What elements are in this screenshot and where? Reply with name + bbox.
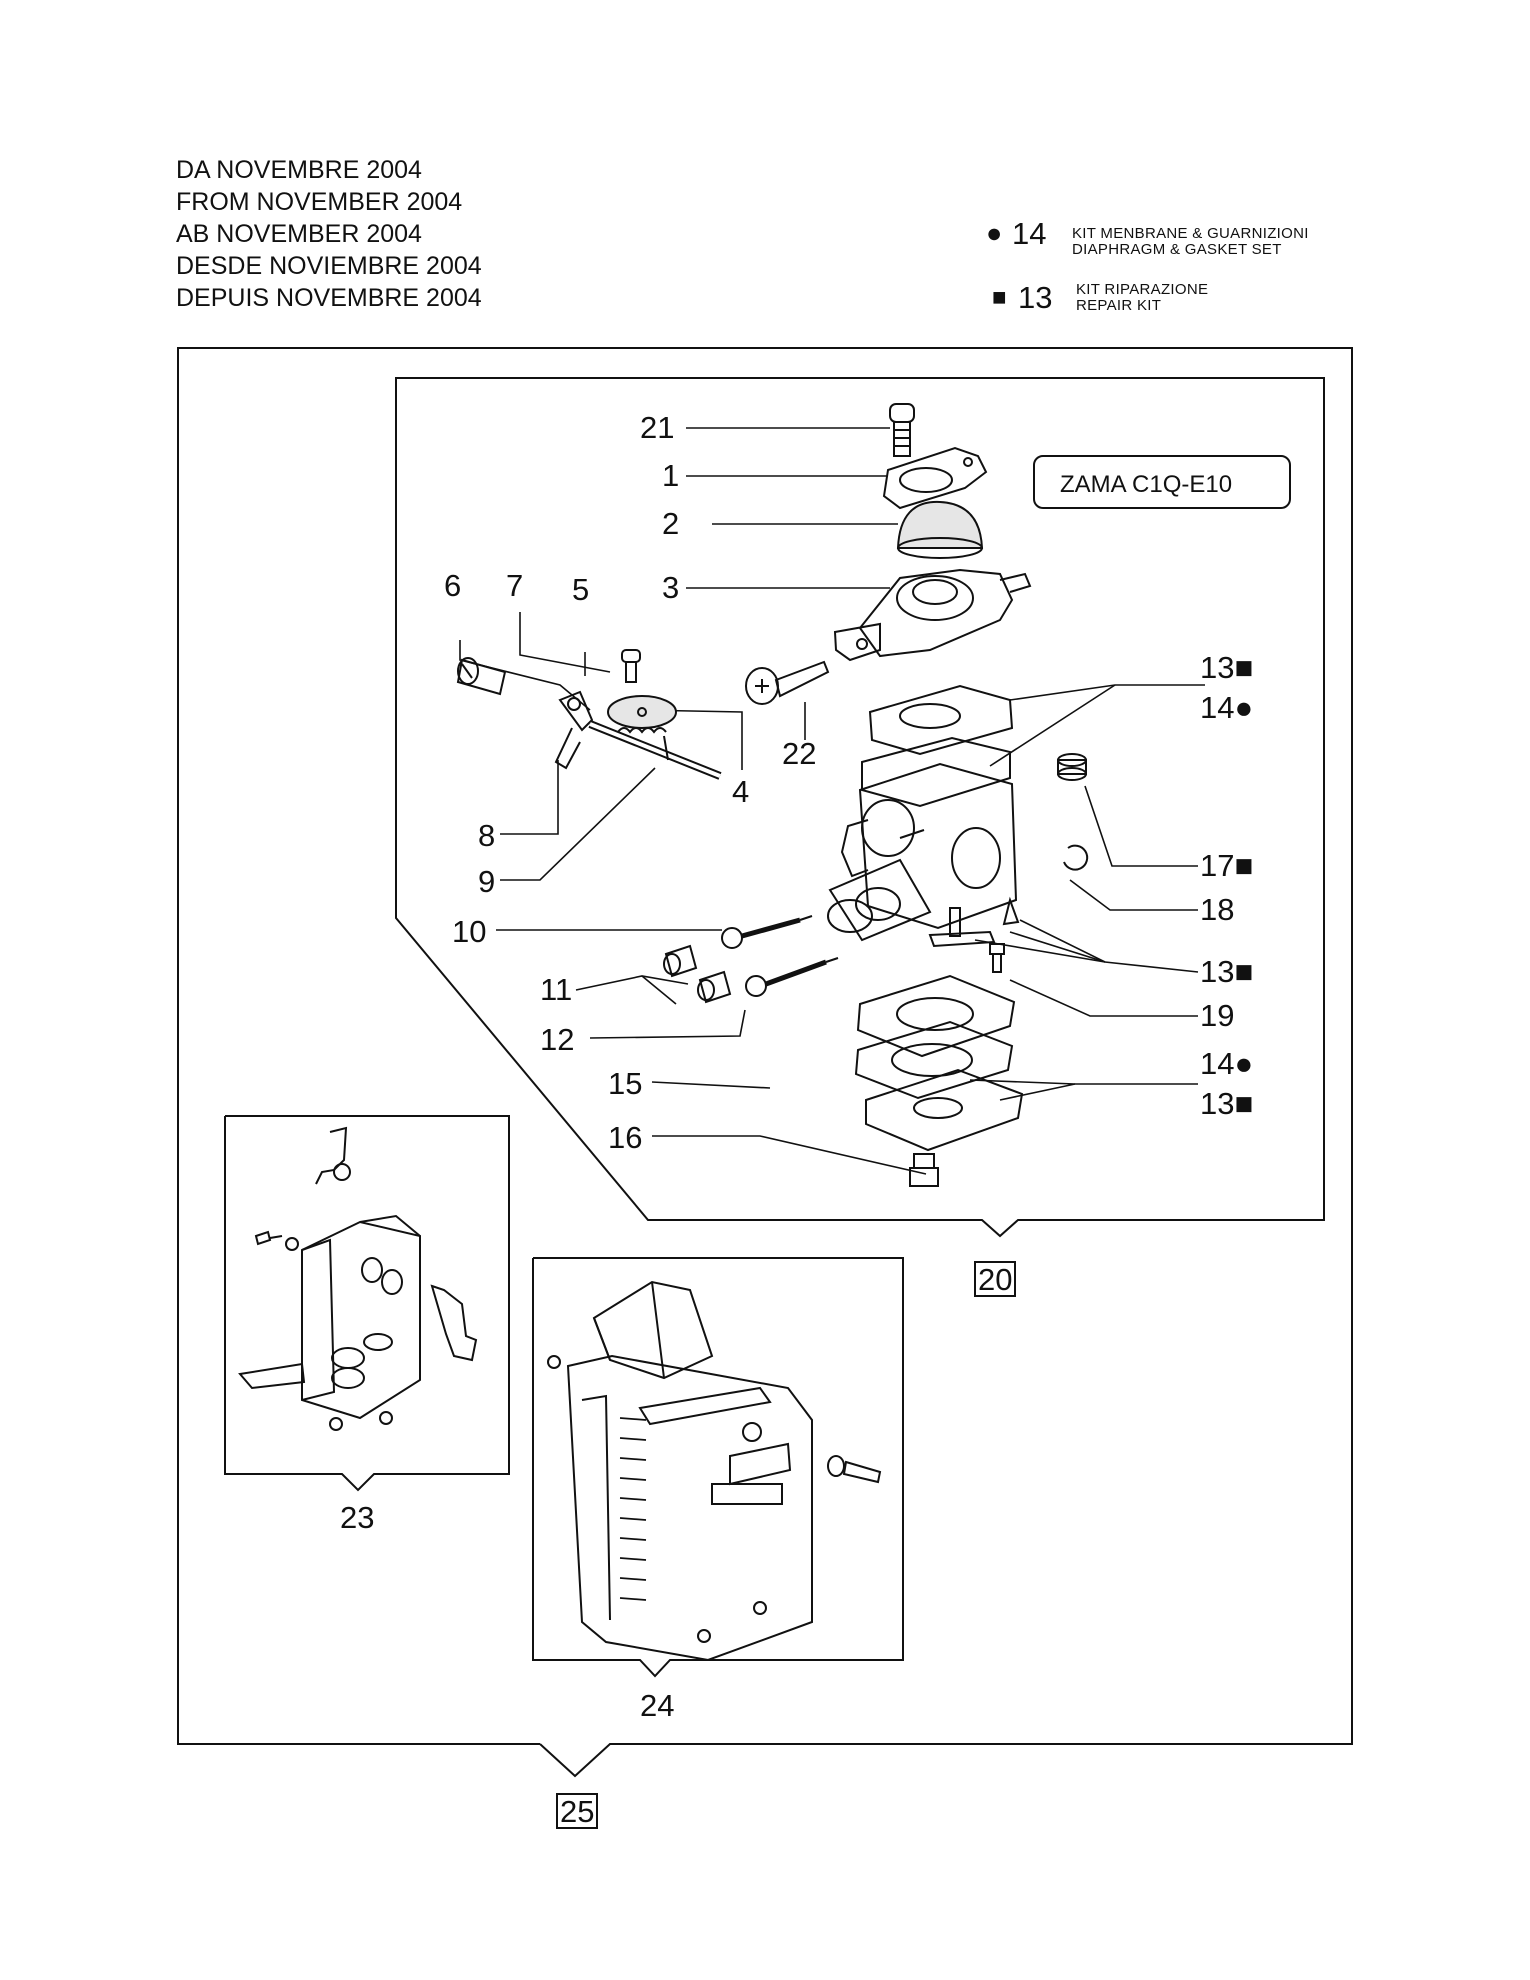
header-line-de: AB NOVEMBER 2004 (176, 220, 422, 248)
part-carburetor-body (827, 762, 1018, 942)
part-10-needle (721, 915, 813, 949)
callout-6: 6 (444, 568, 461, 603)
part-8-lever-shaft (554, 690, 722, 780)
square-icon: ■ (992, 284, 1007, 311)
legend-kit14-number: 14 (1012, 216, 1047, 251)
callout-2: 2 (662, 506, 679, 541)
callout-9: 9 (478, 864, 495, 899)
part-4-throttle-plate (607, 695, 677, 729)
part-2-purge-bulb (896, 500, 984, 559)
callout-18: 18 (1200, 892, 1234, 927)
legend-kit13-line2: REPAIR KIT (1076, 297, 1162, 314)
part-15-cover (865, 1068, 1024, 1152)
part-16-screw (909, 1153, 939, 1187)
assembly-box-25 (556, 1793, 598, 1829)
part-lower-gasket (856, 974, 1016, 1058)
part-19-screw (989, 943, 1005, 973)
callout-19: 19 (1200, 998, 1234, 1033)
callout-4: 4 (732, 774, 749, 809)
model-label: ZAMA C1Q-E10 (1060, 471, 1232, 498)
callout-16: 16 (608, 1120, 642, 1155)
part-21-screw (889, 403, 915, 457)
callout-13-mid: 13■ (1200, 954, 1253, 989)
callout-22: 22 (782, 736, 816, 771)
legend-kit14-line1: KIT MENBRANE & GUARNIZIONI (1072, 225, 1309, 242)
circle-icon: ● (986, 218, 1003, 248)
assembly-box-20 (974, 1261, 1016, 1297)
callout-10: 10 (452, 914, 486, 949)
part-6-plug (456, 657, 507, 696)
part-1-gasket (882, 446, 988, 510)
header-line-it: DA NOVEMBRE 2004 (176, 156, 422, 184)
part-23-filter-housing (238, 1126, 478, 1431)
part-3-pump-cover (833, 568, 1032, 662)
assembly-number-23: 23 (340, 1500, 374, 1535)
frame-23 (224, 1115, 510, 1492)
part-top-gasket (868, 684, 1014, 756)
callout-12: 12 (540, 1022, 574, 1057)
header-line-es: DESDE NOVIEMBRE 2004 (176, 252, 482, 280)
callout-13-top: 13■ (1200, 650, 1253, 685)
frame-20 (395, 377, 1325, 1238)
part-top-diaphragm (861, 736, 1011, 808)
part-11-springs (663, 944, 732, 1004)
part-9-spring (617, 727, 669, 761)
part-lower-diaphragm (854, 1020, 1014, 1100)
assembly-number-24: 24 (640, 1688, 674, 1723)
header-line-fr: DEPUIS NOVEMBRE 2004 (176, 284, 482, 312)
callout-3: 3 (662, 570, 679, 605)
model-label-box (1033, 455, 1291, 509)
legend-kit13-line1: KIT RIPARAZIONE (1076, 281, 1209, 298)
part-24-slots (619, 1417, 647, 1601)
callout-5: 5 (572, 572, 589, 607)
callout-13-bottom: 13■ (1200, 1086, 1253, 1121)
callout-1: 1 (662, 458, 679, 493)
frame-25 (177, 347, 1353, 1778)
assembly-number-20: 20 (978, 1262, 1012, 1297)
part-5-screw (621, 649, 641, 683)
part-24-cover (547, 1280, 882, 1662)
callout-21: 21 (640, 410, 674, 445)
header-line-en: FROM NOVEMBER 2004 (176, 188, 463, 216)
part-12-needle (745, 957, 839, 997)
part-18-clip (1063, 844, 1089, 871)
callout-17: 17■ (1200, 848, 1253, 883)
callout-8: 8 (478, 818, 495, 853)
part-13-needle-lever (928, 896, 1020, 948)
callout-14-bottom: 14● (1200, 1046, 1253, 1081)
legend-kit13-number: 13 (1018, 280, 1053, 315)
callout-14-top: 14● (1200, 690, 1253, 725)
legend-kit14-line2: DIAPHRAGM & GASKET SET (1072, 241, 1282, 258)
part-22-screw (745, 660, 830, 705)
callout-7: 7 (506, 568, 523, 603)
assembly-number-25: 25 (560, 1794, 594, 1829)
frame-24 (532, 1257, 904, 1678)
callout-15: 15 (608, 1066, 642, 1101)
callout-11: 11 (540, 972, 572, 1007)
part-17-cap (1057, 753, 1087, 781)
